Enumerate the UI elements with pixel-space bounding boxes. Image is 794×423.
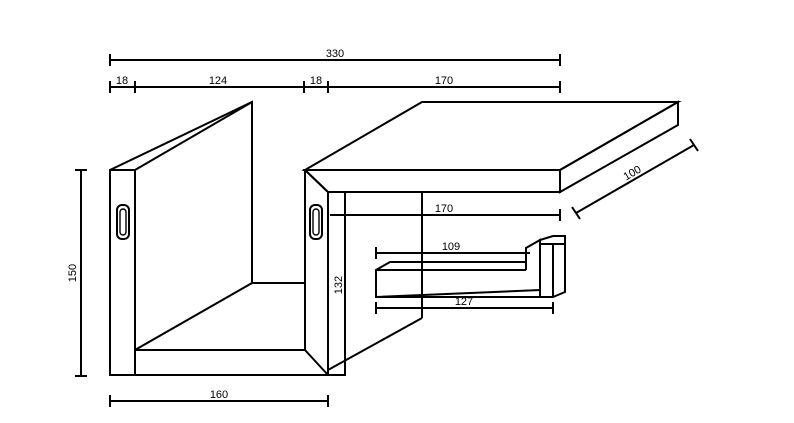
label-total-width: 330 (326, 48, 344, 60)
label-height: 150 (67, 264, 79, 282)
label-holder-bottom: 127 (455, 296, 473, 308)
top-shelf (301, 100, 682, 376)
dimension-shelf-depth: 100 (571, 138, 699, 220)
label-inner-gap: 124 (209, 75, 227, 87)
dimension-shelf-underside: 170 (330, 203, 561, 221)
paper-holder (375, 235, 566, 299)
right-handle-slot (309, 204, 323, 240)
label-holder-top: 109 (442, 241, 460, 253)
left-side-panel (109, 100, 253, 376)
base-panel (110, 282, 328, 376)
middle-side-panel (304, 169, 329, 376)
dimension-holder-bottom: 127 (375, 296, 554, 314)
label-shelf-underside: 170 (435, 203, 453, 215)
label-inner-height: 132 (333, 276, 345, 294)
label-base-width: 160 (210, 389, 228, 401)
dimension-base-width: 160 (109, 389, 329, 407)
label-shelf-width: 170 (435, 75, 453, 87)
dimension-height: 150 (67, 169, 87, 377)
dimension-total-width: 330 (109, 48, 561, 66)
label-left-thickness: 18 (116, 75, 128, 87)
dimension-segments: 18 124 18 170 (109, 75, 561, 93)
dimension-inner-height: 132 (333, 195, 346, 376)
dimension-holder-top: 109 (375, 241, 530, 259)
label-shelf-depth: 100 (622, 164, 644, 184)
label-middle-thickness: 18 (310, 75, 322, 87)
left-handle-slot (116, 204, 130, 240)
